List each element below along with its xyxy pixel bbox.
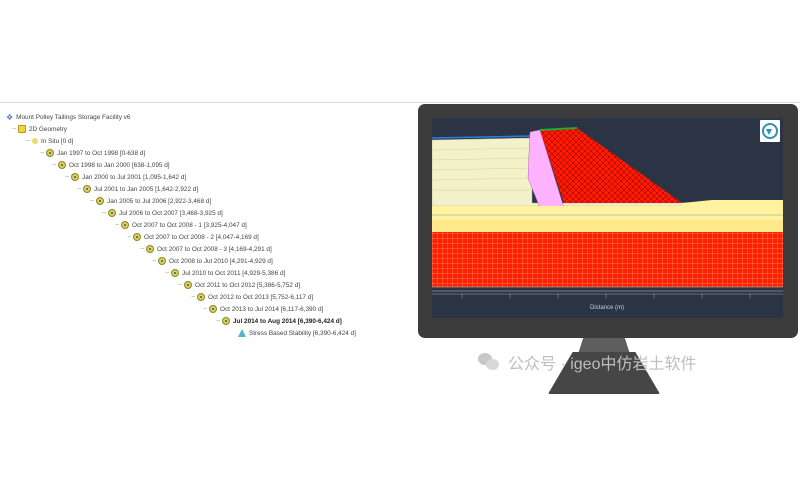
collapse-icon[interactable]: − [139, 245, 145, 253]
stage-icon [96, 197, 104, 205]
stage-icon [197, 293, 205, 301]
stage-label: Oct 1998 to Jan 2000 [638-1,095 d] [69, 161, 170, 169]
folder-icon [18, 125, 26, 133]
stage-icon [108, 209, 116, 217]
stage-icon [121, 221, 129, 229]
watermark: 公众号 · igeo中仿岩土软件 [478, 350, 696, 374]
tree-stage[interactable]: − Oct 2011 to Oct 2012 [5,386-5,752 d] [176, 279, 300, 291]
watermark-text: 公众号 · igeo中仿岩土软件 [508, 356, 697, 373]
stage-label: Jul 2001 to Jan 2005 [1,642-2,922 d] [94, 185, 199, 193]
tree-insitu-label: In Situ [0 d] [41, 137, 74, 145]
tree-root[interactable]: ❖ Mount Polley Tailings Storage Facility… [6, 111, 130, 123]
tree-stage[interactable]: − Oct 2008 to Jul 2010 [4,291-4,929 d] [150, 255, 273, 267]
collapse-icon[interactable]: − [51, 161, 57, 169]
downstream-fill [682, 200, 783, 206]
stage-icon [222, 317, 230, 325]
x-axis-label: Distance (m) [590, 305, 624, 311]
collapse-icon[interactable]: − [190, 293, 196, 301]
stage-label: Jul 2014 to Aug 2014 [6,390-6,424 d] [233, 317, 342, 325]
app-logo [760, 120, 780, 142]
collapse-icon[interactable]: − [76, 185, 82, 193]
model-canvas: Distance (m) [432, 127, 783, 311]
wechat-icon [478, 353, 500, 371]
tree-geometry-label: 2D Geometry [29, 125, 68, 133]
stress-analysis-icon [238, 329, 246, 337]
stage-label: Oct 2007 to Oct 2008 - 1 [3,925-4,047 d] [132, 221, 247, 229]
stage-label: Oct 2011 to Oct 2012 [5,386-5,752 d] [195, 281, 301, 289]
tree-stage[interactable]: − Jul 2010 to Oct 2011 [4,929-5,386 d] [163, 267, 285, 279]
stage-label: Oct 2008 to Jul 2010 [4,291-4,929 d] [169, 257, 273, 265]
tree-stage[interactable]: − Jan 1997 to Oct 1998 [0-638 d] [38, 147, 145, 159]
model-viewport[interactable]: Distance (m) [432, 118, 783, 318]
collapse-icon[interactable]: − [114, 221, 120, 229]
collapse-icon[interactable]: − [202, 305, 208, 313]
tree-geometry[interactable]: − 2D Geometry [10, 123, 67, 135]
collapse-icon[interactable]: − [215, 317, 221, 325]
stage-icon [209, 305, 217, 313]
stage-icon [158, 257, 166, 265]
tree-stage[interactable]: − Jan 2005 to Jul 2006 [2,922-3,468 d] [88, 195, 211, 207]
stage-label: Jan 1997 to Oct 1998 [0-638 d] [57, 149, 146, 157]
stage-label: Jul 2010 to Oct 2011 [4,929-5,386 d] [182, 269, 286, 277]
collapse-icon[interactable]: − [89, 197, 95, 205]
stage-label: Oct 2013 to Jul 2014 [6,117-6,390 d] [220, 305, 324, 313]
model-icon: ❖ [6, 113, 14, 122]
tree-stage[interactable]: − Jul 2006 to Oct 2007 [3,468-3,925 d] [100, 207, 223, 219]
collapse-icon[interactable]: − [101, 209, 107, 217]
tree-root-label: Mount Polley Tailings Storage Facility v… [16, 113, 131, 121]
insitu-icon [32, 138, 38, 144]
collapse-icon[interactable]: − [64, 173, 70, 181]
collapse-icon[interactable]: − [25, 137, 31, 145]
tree-stress-analysis[interactable]: Stress Based Stability [6,390-6,424 d] [238, 327, 356, 339]
tree-stage-selected[interactable]: − Jul 2014 to Aug 2014 [6,390-6,424 d] [214, 315, 342, 327]
tree-stage[interactable]: − Jul 2001 to Jan 2005 [1,642-2,922 d] [75, 183, 198, 195]
collapse-icon[interactable]: − [126, 233, 132, 241]
stage-label: Jan 2000 to Jul 2001 [1,095-1,642 d] [82, 173, 187, 181]
stage-icon [146, 245, 154, 253]
foundation-mesh [432, 232, 783, 287]
foundation-layer-middle [432, 220, 783, 232]
collapse-icon[interactable]: − [151, 257, 157, 265]
stage-icon [133, 233, 141, 241]
stage-label: Jan 2005 to Jul 2006 [2,922-3,468 d] [107, 197, 212, 205]
stage-label: Oct 2007 to Oct 2008 - 2 [4,047-4,169 d] [144, 233, 259, 241]
tree-stage[interactable]: − Oct 1998 to Jan 2000 [638-1,095 d] [50, 159, 170, 171]
tree-stage[interactable]: − Oct 2012 to Oct 2013 [5,752-6,117 d] [189, 291, 313, 303]
dam-crest [539, 127, 578, 131]
tree-stage[interactable]: − Oct 2007 to Oct 2008 - 1 [3,925-4,047 … [113, 219, 247, 231]
collapse-icon[interactable]: − [177, 281, 183, 289]
stage-label: Oct 2007 to Oct 2008 - 3 [4,169-4,291 d] [157, 245, 272, 253]
stage-icon [71, 173, 79, 181]
boundary-fixities [432, 286, 783, 292]
header-divider [0, 102, 800, 103]
stage-icon [184, 281, 192, 289]
foundation-seam [432, 214, 783, 216]
collapse-icon[interactable]: − [164, 269, 170, 277]
monitor-stand-neck [578, 338, 630, 354]
collapse-icon[interactable]: − [11, 125, 17, 133]
tree-insitu[interactable]: − In Situ [0 d] [24, 135, 73, 147]
logo-icon [762, 123, 778, 139]
tree-stage[interactable]: − Oct 2007 to Oct 2008 - 2 [4,047-4,169 … [125, 231, 259, 243]
stage-icon [46, 149, 54, 157]
tree-stage[interactable]: − Oct 2007 to Oct 2008 - 3 [4,169-4,291 … [138, 243, 272, 255]
stage-label: Jul 2006 to Oct 2007 [3,468-3,925 d] [119, 209, 223, 217]
dam-shell-mesh [540, 128, 682, 203]
stage-icon [58, 161, 66, 169]
tailings-layers [432, 147, 533, 191]
stress-label: Stress Based Stability [6,390-6,424 d] [249, 329, 356, 337]
stage-icon [83, 185, 91, 193]
pond-water-line [432, 135, 533, 139]
tree-stage[interactable]: − Jan 2000 to Jul 2001 [1,095-1,642 d] [63, 171, 186, 183]
tree-stage[interactable]: − Oct 2013 to Jul 2014 [6,117-6,390 d] [201, 303, 323, 315]
stage-icon [171, 269, 179, 277]
stage-label: Oct 2012 to Oct 2013 [5,752-6,117 d] [208, 293, 314, 301]
foundation-layer-upper [432, 206, 783, 220]
collapse-icon[interactable]: − [39, 149, 45, 157]
x-axis-ticks [461, 294, 751, 298]
